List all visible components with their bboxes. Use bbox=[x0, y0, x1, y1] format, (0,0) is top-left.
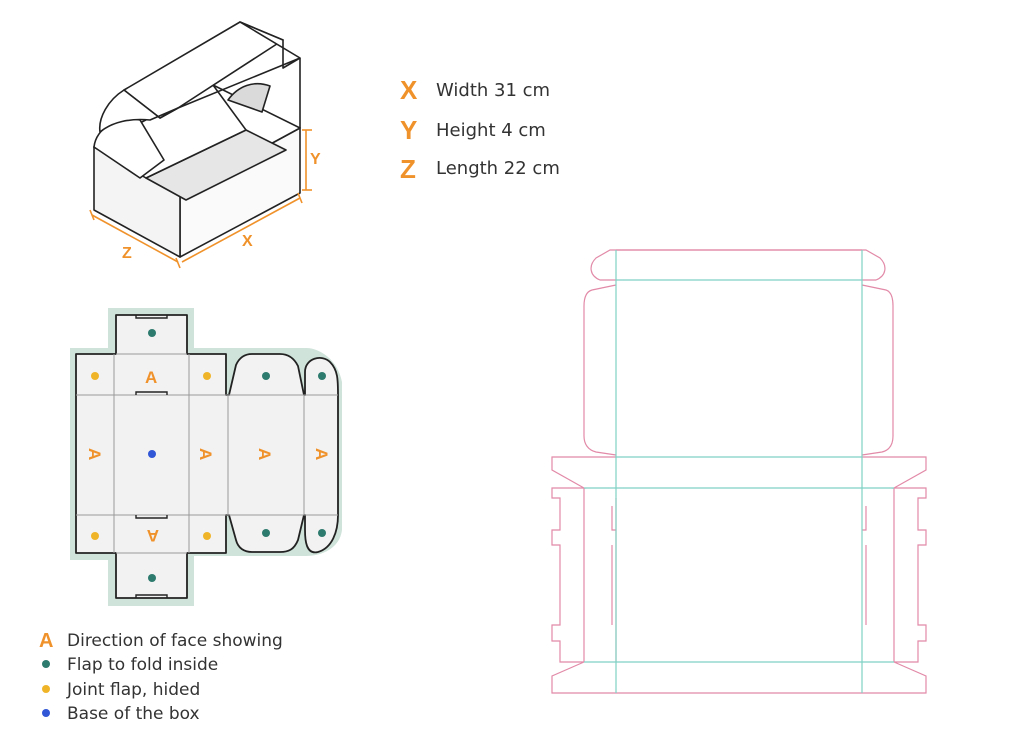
box-axis-label-z: Z bbox=[122, 245, 132, 262]
box-dimension-lines bbox=[89, 129, 312, 269]
legend-label-face: Direction of face showing bbox=[67, 631, 283, 651]
face-marker-tuck: A bbox=[312, 448, 331, 460]
dot-flap-lid-bottom bbox=[262, 529, 270, 537]
legend-label-base: Base of the box bbox=[67, 704, 200, 724]
dimension-letter-y: Y bbox=[400, 115, 417, 145]
legend-dot-joint bbox=[42, 685, 50, 693]
dot-joint-br bbox=[203, 532, 211, 540]
dieline-cut-lines bbox=[551, 249, 927, 694]
dot-flap-tuck-top bbox=[318, 372, 326, 380]
dot-joint-bl bbox=[91, 532, 99, 540]
dimensions-list: X Width 31 cm Y Height 4 cm Z Length 22 … bbox=[400, 75, 560, 184]
dot-joint-tr bbox=[203, 372, 211, 380]
dot-flap-bottom bbox=[148, 574, 156, 582]
dieline-fold-lines bbox=[584, 250, 894, 693]
legend-label-joint: Joint flap, hided bbox=[66, 680, 200, 700]
face-marker-back: A bbox=[147, 526, 159, 545]
legend-marker-face: A bbox=[39, 630, 53, 652]
legend-dot-base bbox=[42, 709, 50, 717]
face-marker-lid: A bbox=[255, 448, 274, 460]
legend: A Direction of face showing Flap to fold… bbox=[39, 630, 283, 724]
face-marker-right: A bbox=[196, 448, 215, 460]
dot-base bbox=[148, 450, 156, 458]
face-marker-front: A bbox=[145, 368, 157, 387]
dot-joint-tl bbox=[91, 372, 99, 380]
dimension-letter-z: Z bbox=[400, 154, 416, 184]
dot-flap-lid-top bbox=[262, 372, 270, 380]
dimension-label-length: Length 22 cm bbox=[436, 158, 560, 179]
dimension-label-width: Width 31 cm bbox=[436, 80, 550, 101]
box-3d-illustration bbox=[93, 21, 301, 258]
legend-label-flap: Flap to fold inside bbox=[67, 655, 218, 675]
dot-flap-tuck-bottom bbox=[318, 529, 326, 537]
face-marker-left: A bbox=[85, 448, 104, 460]
dieline-template bbox=[551, 249, 927, 694]
box-axis-label-x: X bbox=[242, 233, 253, 250]
box-net: A A A A A A bbox=[70, 308, 342, 606]
dot-flap-top bbox=[148, 329, 156, 337]
dimension-letter-x: X bbox=[400, 75, 418, 105]
box-axis-label-y: Y bbox=[310, 151, 321, 168]
dimension-label-height: Height 4 cm bbox=[436, 120, 546, 141]
legend-dot-flap bbox=[42, 660, 50, 668]
